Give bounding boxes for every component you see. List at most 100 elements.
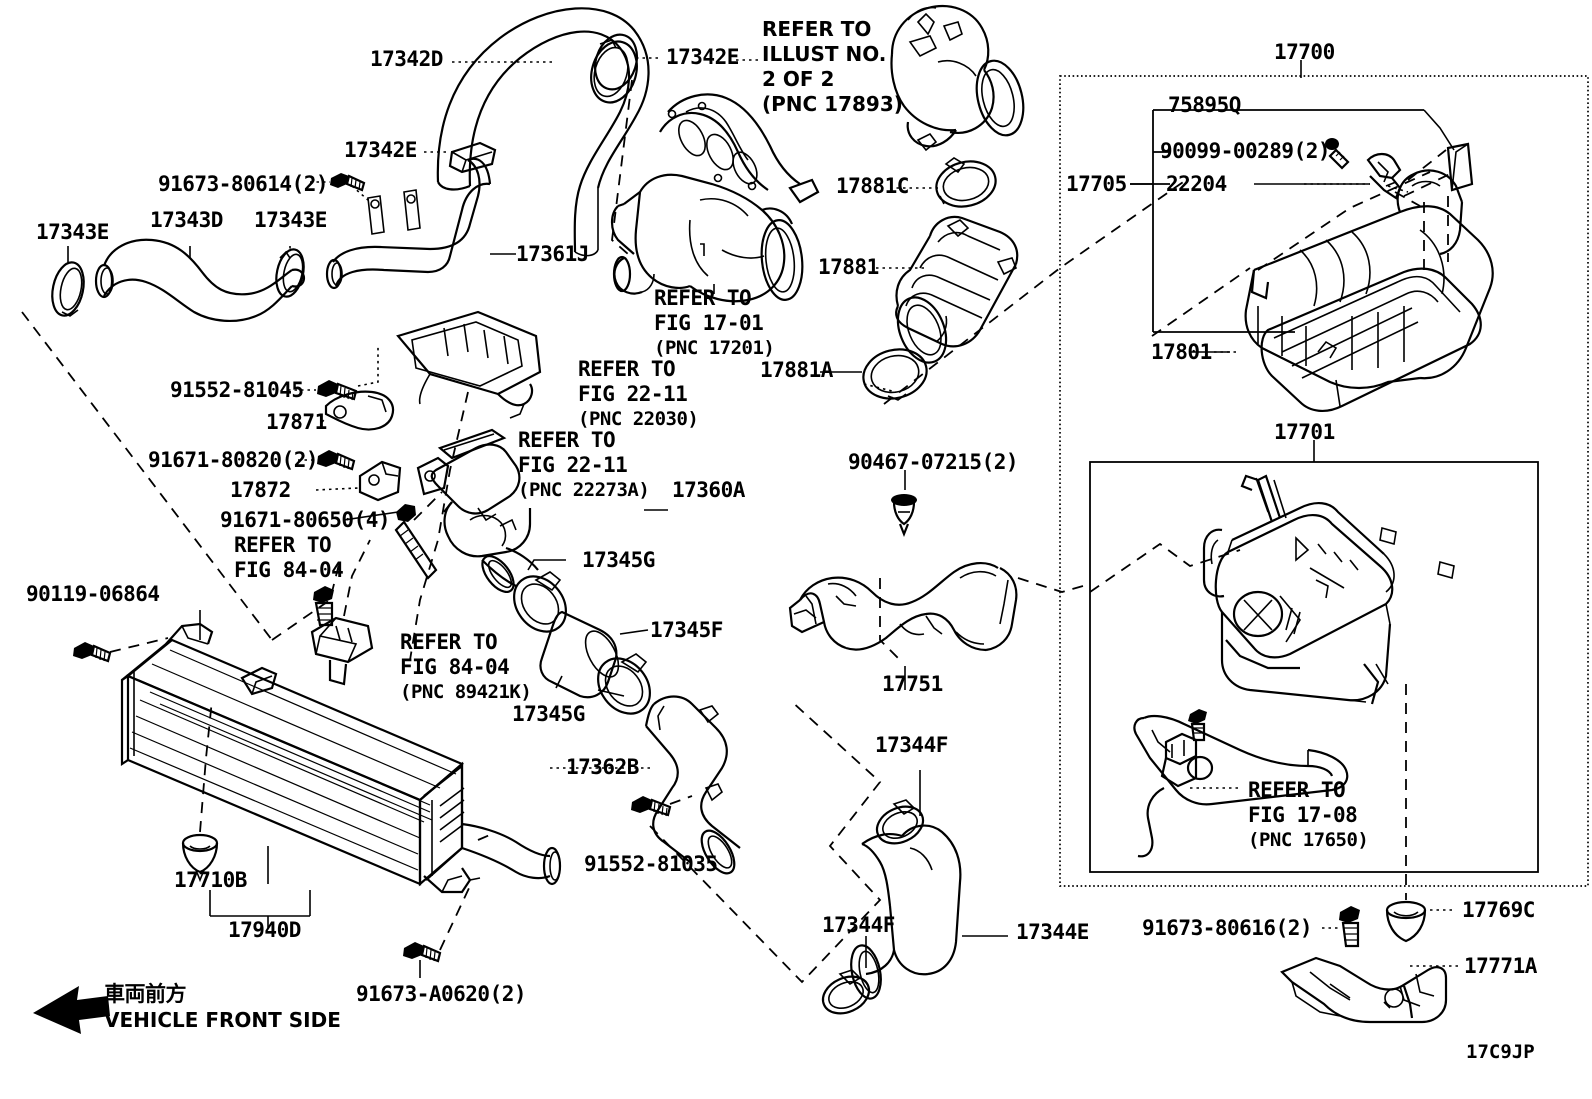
ref-8404b-line3: (PNC 89421K) — [400, 681, 532, 703]
ref-illust-2of2: REFER TO ILLUST NO. 2 OF 2 (PNC 17893) — [762, 17, 903, 117]
label-91673-80616: 91673-80616(2) — [1142, 916, 1313, 940]
part-91673-80614-bolt — [330, 173, 366, 192]
part-17801-air-filter — [1260, 267, 1482, 412]
label-17701: 17701 — [1274, 420, 1335, 444]
ref-fig-17-08: REFER TO FIG 17-08 (PNC 17650) — [1248, 778, 1369, 852]
part-17361j-pipe — [325, 157, 492, 290]
label-17881c: 17881C — [836, 174, 909, 198]
label-17344f-upper: 17344F — [875, 733, 948, 757]
part-17343d-hose — [94, 238, 306, 323]
ref-8404a-line2: FIG 84-04 — [234, 558, 344, 582]
label-91673-a0620: 91673-A0620(2) — [356, 982, 527, 1006]
part-17342d-hose — [436, 7, 650, 257]
part-90119-06864-bolt — [73, 642, 112, 663]
label-17342d: 17342D — [370, 47, 443, 71]
label-17360a: 17360A — [672, 478, 745, 502]
label-17771a: 17771A — [1464, 954, 1537, 978]
ref-2211a-line3: (PNC 22030) — [578, 408, 699, 430]
part-17871-bracket — [324, 390, 395, 431]
part-17751-air-duct — [788, 562, 1018, 652]
part-17881c-clamp — [935, 157, 997, 208]
label-90119-06864: 90119-06864 — [26, 582, 160, 606]
part-91673-a0620-bolt — [403, 942, 442, 963]
part-17710b-grommet — [181, 833, 219, 883]
label-90467-07215: 90467-07215(2) — [848, 450, 1019, 474]
label-90099-00289: 90099-00289(2) — [1160, 139, 1331, 163]
part-17769c-grommet — [1385, 900, 1427, 943]
part-90099-00289-screw — [1325, 138, 1350, 170]
ref-fig-22-11-a: REFER TO FIG 22-11 (PNC 22030) — [578, 357, 699, 431]
part-17701-air-cleaner-case — [1133, 474, 1455, 858]
ref-2211b-line3: (PNC 22273A) — [518, 479, 650, 501]
part-17881a-clamp — [862, 348, 928, 401]
ref-1701-line3: (PNC 17201) — [654, 337, 775, 359]
label-91671-80820: 91671-80820(2) — [148, 448, 319, 472]
label-17700: 17700 — [1274, 40, 1335, 64]
part-91673-80616-bolt — [1339, 906, 1360, 948]
label-17345g-bottom: 17345G — [512, 702, 585, 726]
label-17872: 17872 — [230, 478, 291, 502]
part-17344f-clamp-upper — [875, 799, 925, 845]
ref-2211b-line2: FIG 22-11 — [518, 453, 628, 477]
ref-1701-line2: FIG 17-01 — [654, 311, 764, 335]
label-17751: 17751 — [882, 672, 943, 696]
label-17801: 17801 — [1151, 340, 1212, 364]
ref-illust-line3: 2 OF 2 — [762, 67, 835, 91]
label-22204: 22204 — [1166, 172, 1227, 196]
part-17360a-assembly — [396, 310, 542, 593]
ref-2211b-line1: REFER TO — [518, 428, 616, 452]
ref-fig-84-04-b: REFER TO FIG 84-04 (PNC 89421K) — [400, 630, 532, 704]
label-17344f-lower: 17344F — [822, 913, 895, 937]
part-89421k-sensor — [310, 616, 374, 686]
part-17345f-pipe — [539, 610, 620, 699]
ref-illust-line2: ILLUST NO. — [762, 42, 887, 66]
vehicle-front-arrow — [33, 986, 110, 1034]
label-17710b: 17710B — [174, 868, 247, 892]
part-17342e-clamp-top — [590, 39, 638, 104]
ref-1708-line2: FIG 17-08 — [1248, 803, 1358, 827]
ref-8404b-line1: REFER TO — [400, 630, 498, 654]
label-17342e-top: 17342E — [666, 45, 739, 69]
part-17893-resonator — [890, 4, 1025, 152]
ref-1708-line3: (PNC 17650) — [1248, 829, 1369, 851]
ref-8404b-line2: FIG 84-04 — [400, 655, 510, 679]
box-17700 — [1059, 75, 1589, 887]
ref-2211a-line2: FIG 22-11 — [578, 382, 688, 406]
ref-fig-22-11-b: REFER TO FIG 22-11 (PNC 22273A) — [518, 428, 650, 502]
ref-8404a-line1: REFER TO — [234, 533, 332, 557]
part-17701-screw — [1188, 709, 1207, 742]
vehicle-front-note: 車両前方 VEHICLE FRONT SIDE — [104, 981, 341, 1033]
label-figure-code: 17C9JP — [1466, 1041, 1535, 1063]
label-17940d: 17940D — [228, 918, 301, 942]
label-91552-81045: 91552-81045 — [170, 378, 304, 402]
part-22204-sensor — [1366, 152, 1402, 200]
part-17362b-hose — [644, 695, 741, 875]
part-91552-81045-bolt — [317, 380, 358, 401]
vehicle-front-note-jp: 車両前方 — [104, 982, 186, 1006]
label-91671-80650: 91671-80650(4) — [220, 508, 391, 532]
label-17705: 17705 — [1066, 172, 1127, 196]
part-17345g-clamp-bottom — [597, 653, 651, 715]
part-17343e-clamp-left — [51, 261, 85, 317]
part-17940d-intercooler — [120, 622, 562, 894]
label-17361j: 17361J — [516, 242, 589, 266]
part-17872-bracket — [358, 460, 402, 502]
label-75895q: 75895Q — [1168, 93, 1241, 117]
ref-1708-line1: REFER TO — [1248, 778, 1346, 802]
part-91671-80820-bolt — [317, 450, 356, 471]
label-17769c: 17769C — [1462, 898, 1535, 922]
label-17871: 17871 — [266, 410, 327, 434]
ref-2211a-line1: REFER TO — [578, 357, 676, 381]
part-90467-07215-clip — [891, 494, 917, 537]
vehicle-front-note-en: VEHICLE FRONT SIDE — [104, 1008, 341, 1032]
part-91552-81035-bolt — [631, 796, 672, 817]
label-17342e-mid: 17342E — [344, 138, 417, 162]
part-17344f-clamp-lower — [821, 969, 871, 1015]
part-17342e-clip-mid — [448, 141, 497, 174]
label-17881a: 17881A — [760, 358, 833, 382]
label-17343e-left: 17343E — [36, 220, 109, 244]
label-17344e: 17344E — [1016, 920, 1089, 944]
label-17343e-right: 17343E — [254, 208, 327, 232]
